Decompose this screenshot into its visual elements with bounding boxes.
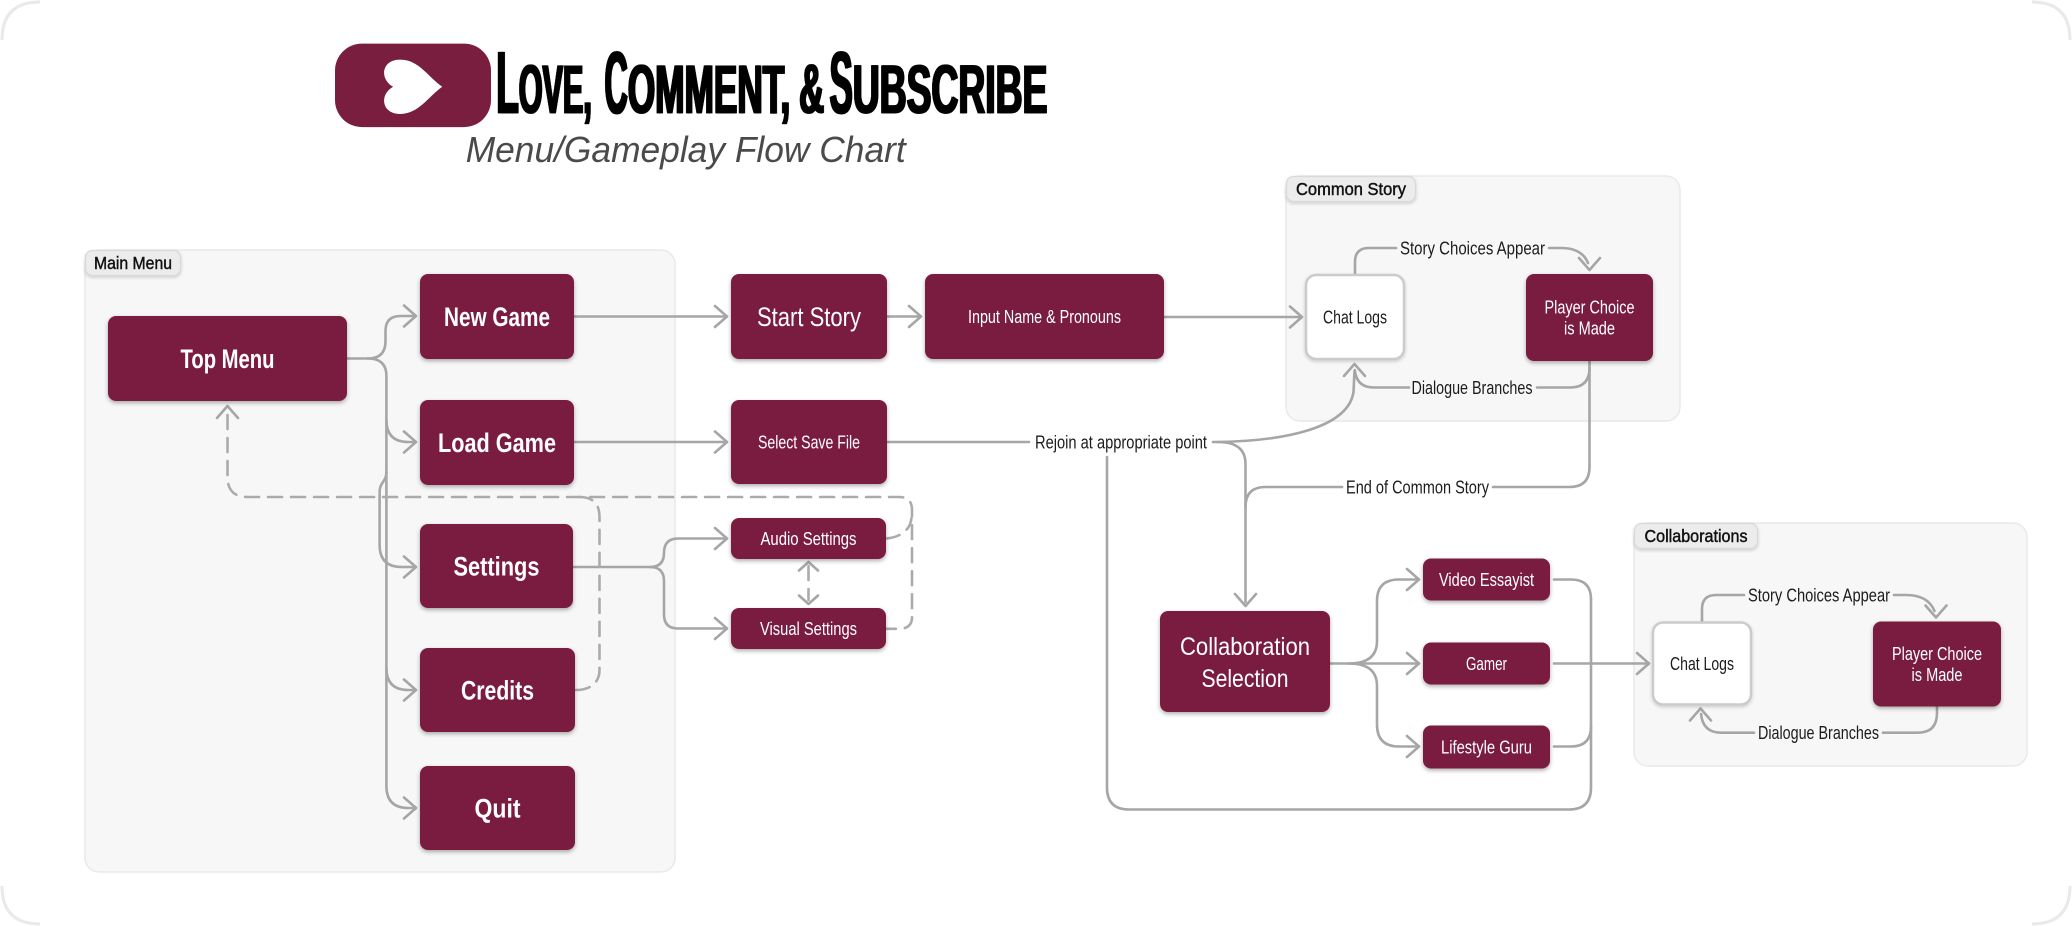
svg-text:Visual Settings: Visual Settings (760, 619, 857, 639)
svg-text:Select Save File: Select Save File (758, 432, 860, 452)
svg-text:Collaborations: Collaborations (1645, 526, 1748, 546)
svg-text:Player Choice: Player Choice (1545, 297, 1635, 317)
svg-text:Audio Settings: Audio Settings (761, 529, 857, 549)
svg-text:L: L (496, 33, 519, 132)
svg-text:OMMENT,: OMMENT, (627, 51, 789, 128)
svg-text:Common Story: Common Story (1296, 179, 1406, 199)
svg-text:&: & (798, 50, 823, 128)
svg-text:Chat Logs: Chat Logs (1670, 654, 1734, 674)
svg-text:Settings: Settings (454, 552, 540, 582)
svg-text:Input Name & Pronouns: Input Name & Pronouns (968, 307, 1121, 327)
svg-text:Top Menu: Top Menu (181, 344, 275, 374)
svg-text:L: L (497, 33, 519, 132)
svg-text:Dialogue Branches: Dialogue Branches (1412, 378, 1533, 398)
svg-text:UBSCRIBE: UBSCRIBE (852, 51, 1047, 128)
svg-text:OVE,: OVE, (520, 51, 593, 128)
svg-text:Chat Logs: Chat Logs (1323, 307, 1387, 327)
svg-text:Video Essayist: Video Essayist (1439, 570, 1534, 590)
svg-text:UBSCRIBE: UBSCRIBE (854, 51, 1049, 128)
svg-text:S: S (830, 33, 853, 132)
svg-text:Rejoin at appropriate point: Rejoin at appropriate point (1035, 432, 1207, 452)
svg-text:C: C (604, 33, 627, 132)
svg-text:End of Common Story: End of Common Story (1346, 477, 1489, 497)
svg-text:Story Choices Appear: Story Choices Appear (1400, 238, 1545, 258)
svg-text:S: S (829, 33, 852, 132)
svg-text:Quit: Quit (475, 794, 521, 824)
svg-text:Story Choices Appear: Story Choices Appear (1748, 585, 1890, 605)
svg-text:is Made: is Made (1564, 318, 1615, 338)
svg-text:Collaboration: Collaboration (1180, 633, 1310, 661)
svg-text:Dialogue Branches: Dialogue Branches (1758, 723, 1879, 743)
svg-text:Selection: Selection (1202, 665, 1289, 693)
svg-text:Load Game: Load Game (438, 428, 556, 458)
svg-text:is Made: is Made (1912, 665, 1963, 685)
svg-text:OVE,: OVE, (518, 51, 591, 128)
svg-text:Start Story: Start Story (757, 302, 861, 332)
svg-text:Gamer: Gamer (1466, 654, 1507, 674)
svg-text:Menu/Gameplay Flow Chart: Menu/Gameplay Flow Chart (466, 129, 908, 170)
svg-text:New Game: New Game (444, 302, 550, 332)
svg-text:OMMENT,: OMMENT, (629, 51, 791, 128)
svg-text:Player Choice: Player Choice (1892, 644, 1982, 664)
svg-text:C: C (605, 33, 628, 132)
svg-text:&: & (800, 50, 825, 128)
svg-text:Main Menu: Main Menu (94, 253, 172, 273)
svg-text:Credits: Credits (461, 676, 534, 706)
svg-text:Lifestyle Guru: Lifestyle Guru (1441, 737, 1532, 757)
